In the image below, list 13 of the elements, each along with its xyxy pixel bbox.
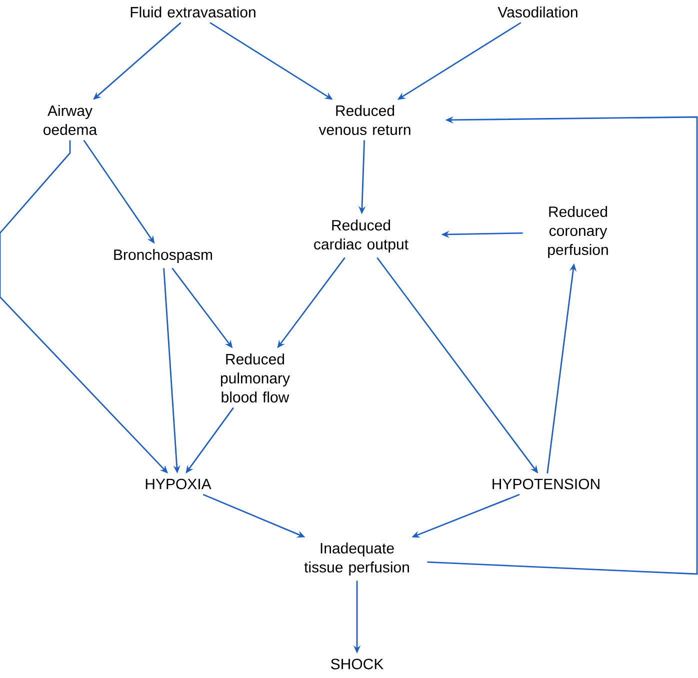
node-label: Airway oedema [44,105,98,135]
node-label: Reduced venous return [318,105,410,135]
node-label: Vasodilation [498,6,578,18]
node-label: HYPOTENSION [492,478,600,490]
node-label: HYPOXIA [146,478,212,490]
node-label: SHOCK [331,658,384,670]
node-label: Fluid extravasation [130,6,256,18]
arrow [427,116,698,575]
node-label: Reduced cardiac output [314,220,408,252]
node-label: Reduced coronary perfusion [548,206,608,258]
node-label: Inadequate tissue perfusion [304,542,409,576]
node-label: Bronchospasm [114,249,212,263]
node-label: Reduced pulmonary blood flow [220,354,290,402]
